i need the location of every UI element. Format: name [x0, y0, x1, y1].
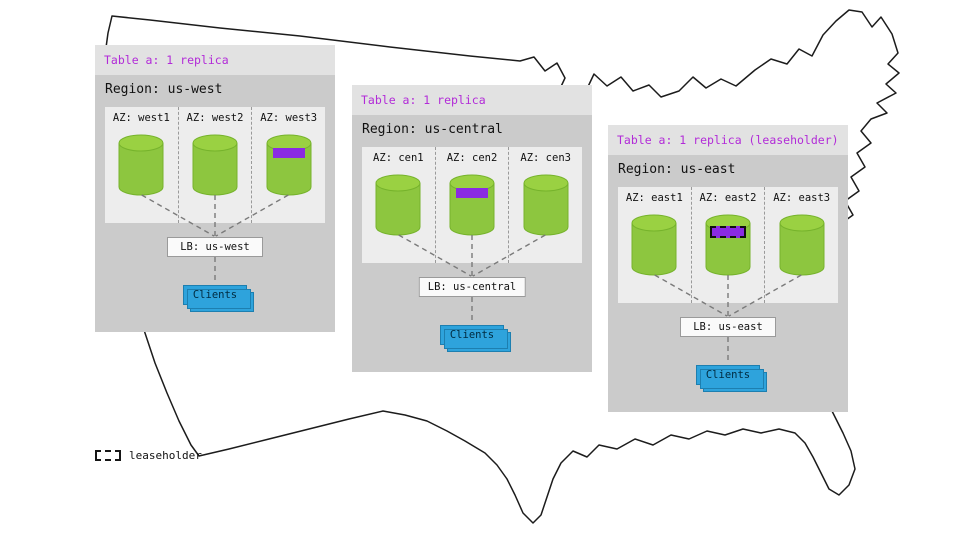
az-label: AZ: west2 [186, 112, 244, 124]
az-label: AZ: east3 [773, 192, 831, 204]
database-cylinder-icon [375, 174, 421, 236]
region-label: Region: us-central [362, 122, 503, 137]
region-label: Region: us-east [618, 162, 736, 177]
load-balancer-box: LB: us-central [418, 277, 526, 297]
table-replica-label: Table a: 1 replica (leaseholder) [608, 125, 848, 155]
az-label: AZ: cen1 [373, 152, 424, 164]
clients-box: Clients [440, 325, 511, 352]
az-label: AZ: cen3 [520, 152, 571, 164]
az-west2: AZ: west2 [177, 107, 252, 223]
database-cylinder-icon [523, 174, 569, 236]
az-east1: AZ: east1 [618, 187, 691, 303]
az-container: AZ: west1 AZ: west2 AZ: west3 [105, 107, 325, 223]
region-panel-us-west: Table a: 1 replica Region: us-west AZ: w… [95, 45, 335, 332]
leaseholder-bar [710, 226, 746, 238]
az-cen1: AZ: cen1 [362, 147, 435, 263]
database-cylinder-icon [118, 134, 164, 196]
az-east3: AZ: east3 [764, 187, 838, 303]
table-replica-label: Table a: 1 replica [95, 45, 335, 75]
legend-label: leaseholder [129, 449, 202, 462]
az-label: AZ: cen2 [446, 152, 498, 164]
az-west3: AZ: west3 [251, 107, 325, 223]
az-east2: AZ: east2 [690, 187, 765, 303]
database-cylinder-icon [192, 134, 238, 196]
az-cen3: AZ: cen3 [508, 147, 582, 263]
database-cylinder-icon [631, 214, 677, 276]
table-replica-label: Table a: 1 replica [352, 85, 592, 115]
az-label: AZ: west1 [112, 112, 170, 124]
database-cylinder-icon [449, 174, 495, 236]
clients-box: Clients [183, 285, 254, 312]
legend-leaseholder: leaseholder [95, 449, 202, 462]
replica-bar [456, 188, 488, 198]
region-panel-us-central: Table a: 1 replica Region: us-central AZ… [352, 85, 592, 372]
az-west1: AZ: west1 [105, 107, 178, 223]
region-panel-us-east: Table a: 1 replica (leaseholder) Region:… [608, 125, 848, 412]
az-container: AZ: cen1 AZ: cen2 AZ: cen3 [362, 147, 582, 263]
az-label: AZ: east2 [699, 192, 757, 204]
region-label: Region: us-west [105, 82, 223, 97]
az-label: AZ: east1 [625, 192, 683, 204]
leaseholder-swatch-icon [95, 450, 121, 461]
az-container: AZ: east1 AZ: east2 AZ: east3 [618, 187, 838, 303]
clients-box: Clients [696, 365, 767, 392]
database-cylinder-icon [266, 134, 312, 196]
database-cylinder-icon [779, 214, 825, 276]
replica-bar [272, 148, 305, 158]
az-cen2: AZ: cen2 [434, 147, 509, 263]
az-label: AZ: west3 [260, 112, 318, 124]
load-balancer-box: LB: us-east [680, 317, 776, 337]
load-balancer-box: LB: us-west [167, 237, 263, 257]
database-cylinder-icon [705, 214, 751, 276]
